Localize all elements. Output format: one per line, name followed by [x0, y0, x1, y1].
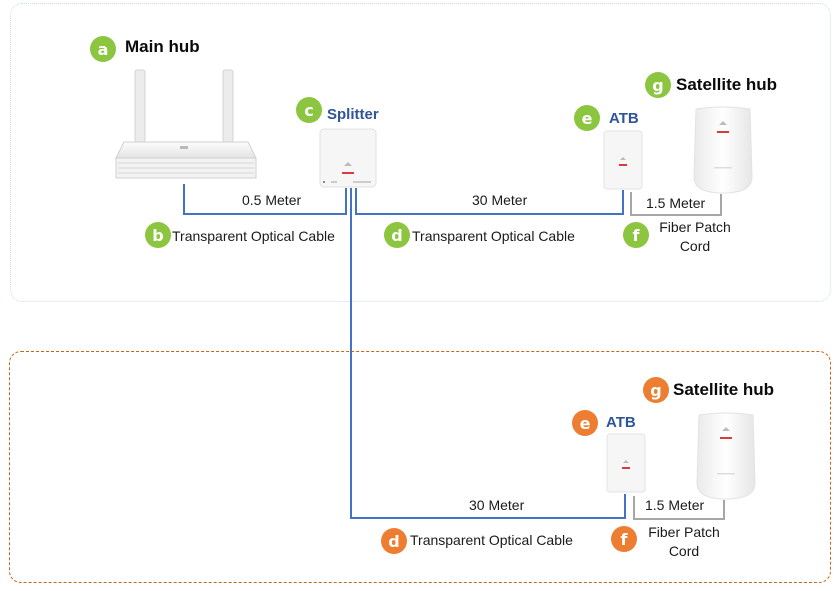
patch-f-atb-drop — [630, 192, 632, 216]
patch-f-remote-label-line2: Cord — [668, 543, 700, 559]
patch-f-label-line1: Fiber Patch — [659, 219, 731, 235]
patch-f-horizontal — [630, 214, 722, 216]
cable-d-remote-horizontal — [350, 517, 626, 519]
router-icon — [115, 69, 257, 179]
patch-f-remote-label: Fiber Patch Cord — [639, 523, 729, 561]
patch-f-length: 1.5 Meter — [646, 195, 706, 211]
cable-d-splitter-drop — [355, 188, 357, 215]
badge-f: f — [623, 222, 649, 248]
badge-g: g — [645, 72, 671, 98]
satellite-hub-icon — [693, 106, 753, 194]
cable-d-horizontal — [355, 213, 624, 215]
patch-f-hub-drop — [720, 194, 722, 216]
satellite-hub-title: Satellite hub — [676, 75, 778, 94]
badge-e: e — [574, 105, 600, 131]
patch-f-label: Fiber Patch Cord — [650, 218, 740, 256]
cable-d-remote-label: Transparent Optical Cable — [410, 532, 573, 548]
remote-area-zone — [9, 351, 831, 583]
atb-title: ATB — [609, 110, 639, 127]
badge-e-remote: e — [572, 410, 598, 436]
main-hub-title: Main hub — [125, 37, 200, 56]
patch-f-remote-hub-drop — [723, 500, 725, 520]
badge-b: b — [145, 222, 171, 248]
atb-box-icon — [603, 130, 643, 190]
cable-b-vertical — [183, 184, 185, 215]
patch-f-remote-label-line1: Fiber Patch — [648, 524, 720, 540]
badge-d: d — [384, 222, 410, 248]
cable-b-label: Transparent Optical Cable — [172, 228, 335, 244]
badge-a: a — [90, 36, 116, 62]
splitter-title: Splitter — [327, 106, 379, 123]
badge-f-remote: f — [611, 526, 637, 552]
patch-f-remote-atb-drop — [633, 496, 635, 520]
cable-d-remote-atb-drop — [624, 494, 626, 519]
badge-d-remote: d — [381, 528, 407, 554]
cable-d-label: Transparent Optical Cable — [412, 228, 575, 244]
cable-b-length: 0.5 Meter — [242, 192, 302, 208]
badge-c: c — [296, 97, 322, 123]
patch-f-remote-horizontal — [633, 518, 725, 520]
atb-title-remote: ATB — [606, 414, 636, 431]
satellite-hub-icon-remote — [696, 412, 756, 500]
cable-d-atb-drop — [622, 190, 624, 215]
trunk-cable-vertical — [350, 188, 352, 519]
cable-d-remote-length: 30 Meter — [469, 497, 525, 513]
cable-d-length: 30 Meter — [472, 192, 528, 208]
badge-g-remote: g — [643, 377, 669, 403]
satellite-hub-title-remote: Satellite hub — [673, 380, 775, 399]
patch-f-label-line2: Cord — [679, 238, 711, 254]
patch-f-remote-length: 1.5 Meter — [645, 497, 705, 513]
cable-b-horizontal — [183, 213, 347, 215]
cable-b-splitter-drop — [345, 188, 347, 215]
atb-box-icon-remote — [606, 433, 646, 493]
main-area-zone — [10, 3, 831, 302]
splitter-icon — [319, 128, 377, 188]
